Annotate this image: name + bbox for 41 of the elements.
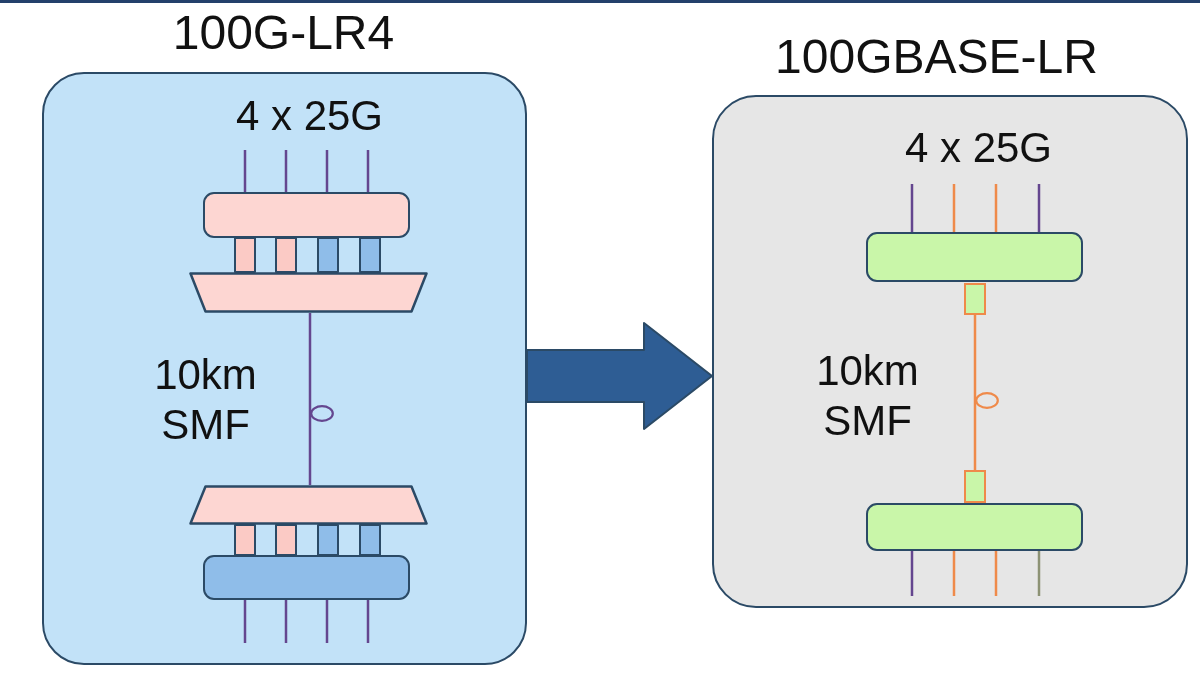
signal-line: [325, 150, 329, 192]
connector-stub: [963, 282, 986, 315]
lane-count-label: 4 x 25G: [904, 122, 1053, 173]
connector-stub: [963, 469, 986, 503]
signal-line: [910, 551, 914, 596]
lane-bar: [234, 524, 256, 556]
module-title: 100G-LR4: [172, 4, 395, 61]
lane-bar: [234, 237, 256, 273]
signal-line: [952, 551, 956, 596]
transceiver-block: [202, 191, 410, 238]
signal-line: [366, 600, 370, 643]
signal-line: [366, 150, 370, 192]
signal-line: [1037, 184, 1041, 232]
module-title: 100GBASE-LR: [775, 28, 1098, 85]
signal-line: [284, 600, 288, 643]
lane-bar: [275, 237, 297, 273]
signal-line: [910, 184, 914, 232]
signal-line: [325, 600, 329, 643]
block-arrow: [526, 322, 713, 430]
signal-line: [952, 184, 956, 232]
lane-bar: [317, 524, 339, 556]
signal-line: [994, 184, 998, 232]
lane-bar: [317, 237, 339, 273]
demux-trapezoid: [188, 484, 428, 525]
lane-bar: [359, 237, 381, 273]
fiber-line: [973, 315, 977, 470]
signal-line: [243, 150, 247, 192]
mux-trapezoid: [188, 271, 428, 313]
fiber-length-label: 10km SMF: [816, 345, 919, 446]
transceiver-block: [865, 502, 1083, 551]
fiber-length-label: 10km SMF: [154, 349, 257, 450]
signal-line: [284, 150, 288, 192]
lane-bar: [275, 524, 297, 556]
lane-count-label: 4 x 25G: [235, 90, 384, 141]
transceiver-block: [865, 231, 1083, 282]
signal-line: [243, 600, 247, 643]
lane-bar: [359, 524, 381, 556]
transceiver-block: [202, 554, 410, 600]
signal-line: [1037, 551, 1041, 596]
signal-line: [994, 551, 998, 596]
fiber-line: [308, 313, 312, 485]
